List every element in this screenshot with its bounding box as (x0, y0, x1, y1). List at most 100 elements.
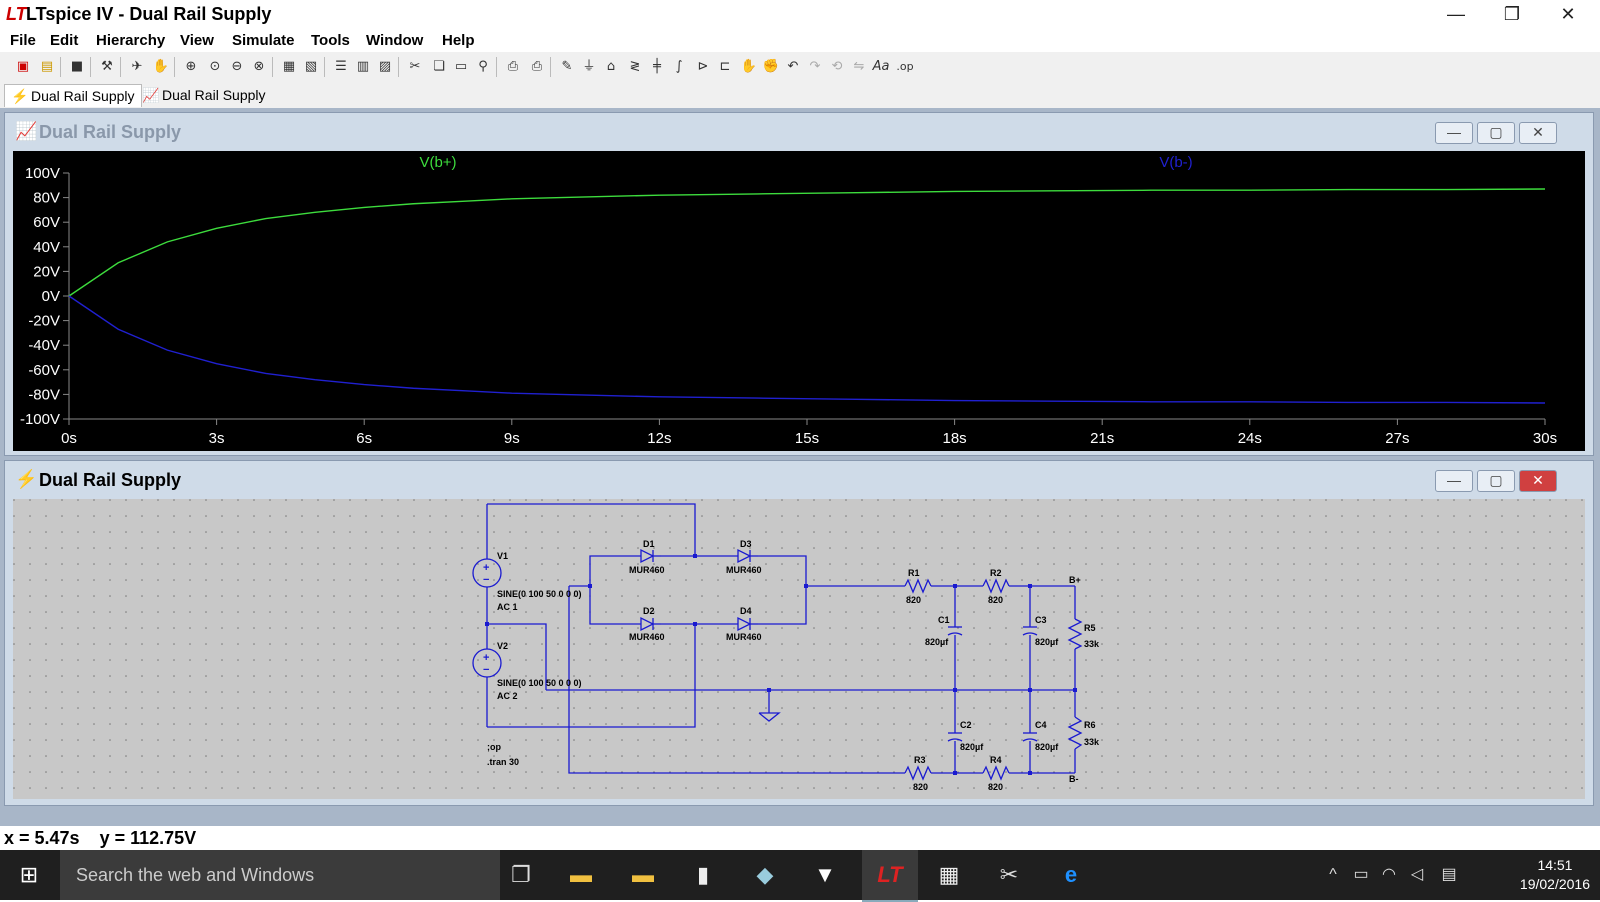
task-view-icon[interactable]: ❐ (511, 862, 531, 887)
v2-label[interactable]: V2 (497, 641, 508, 651)
c1-label[interactable]: C1 (938, 615, 950, 625)
cut-icon[interactable]: ✂ (409, 59, 421, 74)
wifi-icon[interactable]: ◠ (1382, 866, 1396, 883)
menu-hierarchy[interactable]: Hierarchy (96, 32, 166, 49)
battery-icon[interactable]: ▭ (1353, 866, 1369, 883)
plot-maximize-button[interactable]: ▢ (1477, 122, 1515, 144)
menu-simulate[interactable]: Simulate (232, 32, 295, 49)
system-clock[interactable]: 14:51 19/02/2016 (1520, 856, 1590, 894)
spice-directive-icon[interactable]: .op (896, 60, 914, 73)
save-icon[interactable]: ■ (70, 59, 84, 74)
open-icon[interactable]: ▤ (40, 59, 54, 74)
c3-value[interactable]: 820µf (1035, 637, 1059, 647)
run-icon[interactable]: ✈ (131, 59, 143, 74)
file-explorer-icon[interactable]: ▬ (570, 862, 592, 887)
ground-icon[interactable]: ⏚ (582, 59, 596, 74)
restore-button[interactable]: ❐ (1503, 4, 1521, 24)
menu-file[interactable]: File (10, 32, 36, 49)
ltspice-taskbar-icon[interactable]: LT (862, 850, 918, 902)
wire-icon[interactable]: ✎ (561, 59, 573, 74)
control-panel-icon[interactable]: ⚒ (101, 59, 113, 74)
document-icon[interactable]: ▮ (696, 862, 710, 887)
r2-value[interactable]: 820 (988, 595, 1003, 605)
v1-value[interactable]: SINE(0 100 50 0 0 0) (497, 589, 582, 599)
calculator-icon[interactable]: ▦ (938, 862, 960, 887)
print-preview-icon[interactable]: ⎙ (507, 59, 519, 74)
autorange-icon[interactable]: ▦ (282, 59, 296, 74)
c4-label[interactable]: C4 (1035, 720, 1047, 730)
component-icon[interactable]: ⊏ (719, 59, 731, 74)
r1-value[interactable]: 820 (906, 595, 921, 605)
menu-edit[interactable]: Edit (50, 32, 79, 49)
folder-icon[interactable]: ▬ (632, 862, 654, 887)
r1-label[interactable]: R1 (908, 568, 920, 578)
resistor-icon[interactable]: ≷ (629, 59, 641, 74)
v2-ac[interactable]: AC 2 (497, 691, 518, 701)
tab-schematic[interactable]: ⚡ Dual Rail Supply (4, 84, 142, 107)
rotate-icon[interactable]: ⟲ (831, 59, 843, 74)
d1-label[interactable]: D1 (643, 539, 655, 549)
menu-help[interactable]: Help (442, 32, 475, 49)
schematic-close-button[interactable]: ✕ (1519, 470, 1557, 492)
tran-directive[interactable]: .tran 30 (487, 757, 519, 767)
d2-label[interactable]: D2 (643, 606, 655, 616)
tile-vertical-icon[interactable]: ▥ (356, 59, 370, 74)
capacitor-icon[interactable]: ╪ (653, 59, 661, 74)
minimize-button[interactable]: — (1447, 4, 1465, 24)
d4-model[interactable]: MUR460 (726, 632, 762, 642)
halt-icon[interactable]: ✋ (152, 59, 170, 74)
print-icon[interactable]: ⎙ (531, 59, 543, 74)
text-icon[interactable]: Aa (872, 59, 890, 74)
v1-label[interactable]: V1 (497, 551, 508, 561)
undo-icon[interactable]: ↶ (787, 59, 799, 74)
c2-label[interactable]: C2 (960, 720, 972, 730)
move-icon[interactable]: ✋ (740, 59, 758, 74)
r5-value[interactable]: 33k (1084, 639, 1100, 649)
c1-value[interactable]: 820µf (925, 637, 949, 647)
net-label-bminus[interactable]: B- (1069, 774, 1079, 784)
zoom-out-icon[interactable]: ⊖ (231, 59, 243, 74)
d3-model[interactable]: MUR460 (726, 565, 762, 575)
r6-label[interactable]: R6 (1084, 720, 1096, 730)
edge-browser-icon[interactable]: e (1064, 862, 1078, 887)
c2-value[interactable]: 820µf (960, 742, 984, 752)
app-icon[interactable]: ◆ (756, 862, 774, 887)
v2-value[interactable]: SINE(0 100 50 0 0 0) (497, 678, 582, 688)
schematic-canvas[interactable]: +− +− V1 SINE(0 100 50 0 0 0) AC 1 V2 SI… (13, 499, 1585, 799)
mirror-icon[interactable]: ⇋ (853, 59, 865, 74)
op-directive[interactable]: ;op (487, 742, 501, 752)
plot-minimize-button[interactable]: — (1435, 122, 1473, 144)
v1-ac[interactable]: AC 1 (497, 602, 518, 612)
grid-icon[interactable]: ▧ (304, 59, 318, 74)
schematic-maximize-button[interactable]: ▢ (1477, 470, 1515, 492)
plot-close-button[interactable]: ✕ (1519, 122, 1557, 144)
r4-value[interactable]: 820 (988, 782, 1003, 792)
r3-label[interactable]: R3 (914, 755, 926, 765)
d2-model[interactable]: MUR460 (629, 632, 665, 642)
find-icon[interactable]: ⚲ (478, 59, 488, 74)
snipping-tool-icon[interactable]: ✂ (999, 862, 1019, 887)
show-hidden-icons-icon[interactable]: ^ (1329, 866, 1337, 883)
d1-model[interactable]: MUR460 (629, 565, 665, 575)
r3-value[interactable]: 820 (913, 782, 928, 792)
d4-label[interactable]: D4 (740, 606, 752, 616)
zoom-fit-icon[interactable]: ⊗ (253, 59, 265, 74)
zoom-in-icon[interactable]: ⊕ (185, 59, 197, 74)
redo-icon[interactable]: ↷ (809, 59, 821, 74)
windows-start-icon[interactable]: ⊞ (19, 862, 39, 887)
schematic-window-titlebar[interactable]: ⚡ Dual Rail Supply — ▢ ✕ (5, 461, 1593, 497)
paste-icon[interactable]: ▭ (454, 59, 468, 74)
d3-label[interactable]: D3 (740, 539, 752, 549)
c3-label[interactable]: C3 (1035, 615, 1047, 625)
tile-horizontal-icon[interactable]: ☰ (335, 59, 347, 74)
new-schematic-icon[interactable]: ▣ (16, 59, 30, 74)
menu-view[interactable]: View (180, 32, 214, 49)
close-button[interactable]: ✕ (1560, 4, 1576, 24)
notifications-icon[interactable]: ▤ (1441, 866, 1457, 883)
volume-icon[interactable]: ◁ (1410, 866, 1424, 883)
r4-label[interactable]: R4 (990, 755, 1002, 765)
pan-icon[interactable]: ⊙ (209, 59, 221, 74)
inductor-icon[interactable]: ∫ (675, 59, 683, 74)
c4-value[interactable]: 820µf (1035, 742, 1059, 752)
